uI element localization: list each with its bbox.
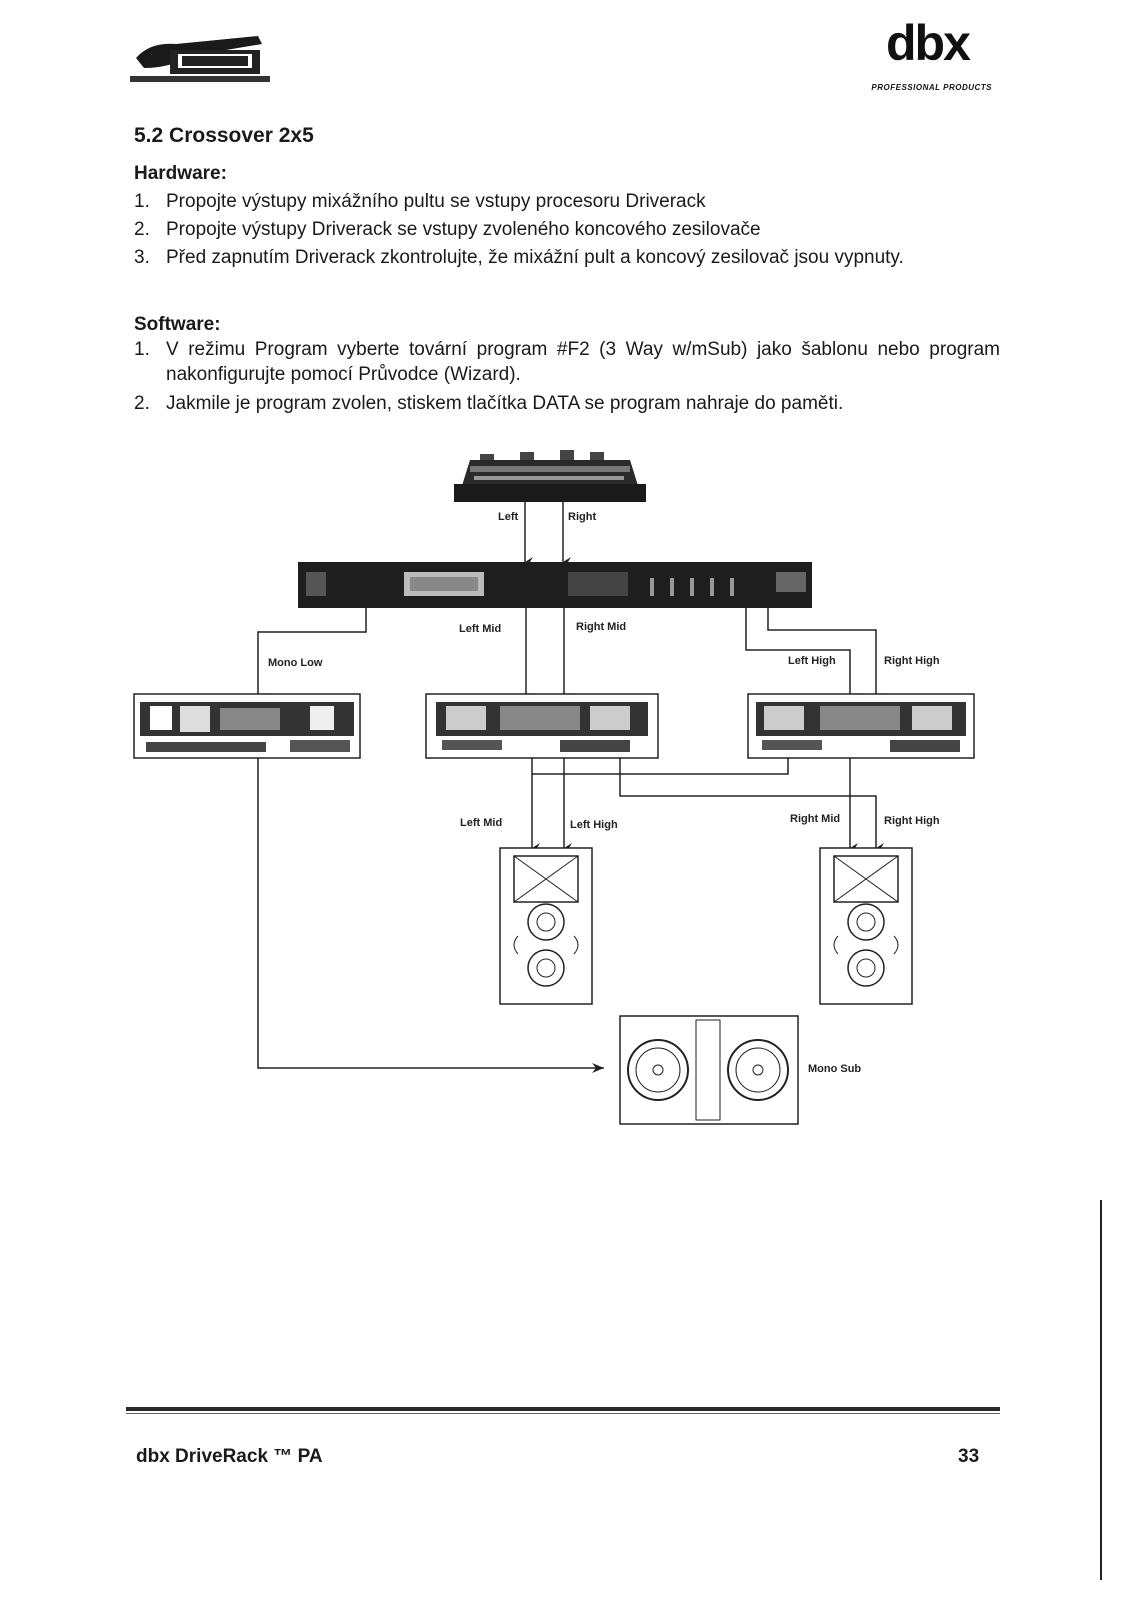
spk-right-high-label: Right High	[884, 815, 940, 827]
mixer-console-icon	[454, 450, 646, 502]
amplifier-mid-icon	[425, 693, 659, 759]
sub-label: Mono Sub	[808, 1063, 861, 1075]
software-steps: 1.V režimu Program vyberte tovární progr…	[134, 337, 1000, 420]
out-mono-low-label: Mono Low	[268, 657, 323, 669]
list-item: 1.Propojte výstupy mixážního pultu se vs…	[134, 191, 706, 212]
list-item: 2.Jakmile je program zvolen, stiskem tla…	[134, 393, 844, 414]
spk-right-mid-label: Right Mid	[790, 813, 840, 825]
list-item: 3.Před zapnutím Driverack zkontrolujte, …	[134, 247, 904, 268]
left-speaker-icon	[499, 847, 593, 1005]
footer-rule-thin	[126, 1413, 1000, 1414]
funk-caro-logo	[130, 28, 270, 84]
out-right-high-label: Right High	[884, 655, 940, 667]
page-edge-line	[1100, 1200, 1102, 1580]
spk-left-high-label: Left High	[570, 819, 618, 831]
mixer-left-label: Left	[498, 511, 519, 523]
section-title: 5.2 Crossover 2x5	[134, 124, 314, 147]
footer-rule	[126, 1407, 1000, 1411]
dbx-logo-subtitle: PROFESSIONAL PRODUCTS	[871, 83, 992, 92]
list-item: 1.V režimu Program vyberte tovární progr…	[134, 339, 1000, 385]
dbx-logo-word: dbx	[886, 15, 971, 71]
spk-left-mid-label: Left Mid	[460, 817, 502, 829]
amplifier-high-icon	[747, 693, 975, 759]
right-speaker-icon	[819, 847, 913, 1005]
footer-product-name: dbx DriveRack ™ PA	[136, 1446, 323, 1467]
out-left-mid-label: Left Mid	[459, 623, 501, 635]
mixer-right-label: Right	[568, 511, 596, 523]
driverack-processor-icon	[298, 562, 812, 608]
hardware-heading: Hardware:	[134, 163, 227, 184]
out-right-mid-label: Right Mid	[576, 621, 626, 633]
crossover-wiring-diagram: Left Right Left Mid Right Mid Mono Low L…	[133, 450, 975, 1125]
amplifier-low-icon	[133, 693, 361, 759]
out-left-high-label: Left High	[788, 655, 836, 667]
software-heading: Software:	[134, 314, 221, 335]
hardware-steps: 1.Propojte výstupy mixážního pultu se vs…	[134, 188, 1000, 272]
guitar-logo-icon	[130, 36, 270, 82]
dbx-logo: dbx PROFESSIONAL PRODUCTS	[852, 15, 992, 96]
page-number: 33	[958, 1446, 980, 1467]
list-item: 2.Propojte výstupy Driverack se vstupy z…	[134, 219, 761, 240]
subwoofer-icon	[619, 1015, 799, 1125]
